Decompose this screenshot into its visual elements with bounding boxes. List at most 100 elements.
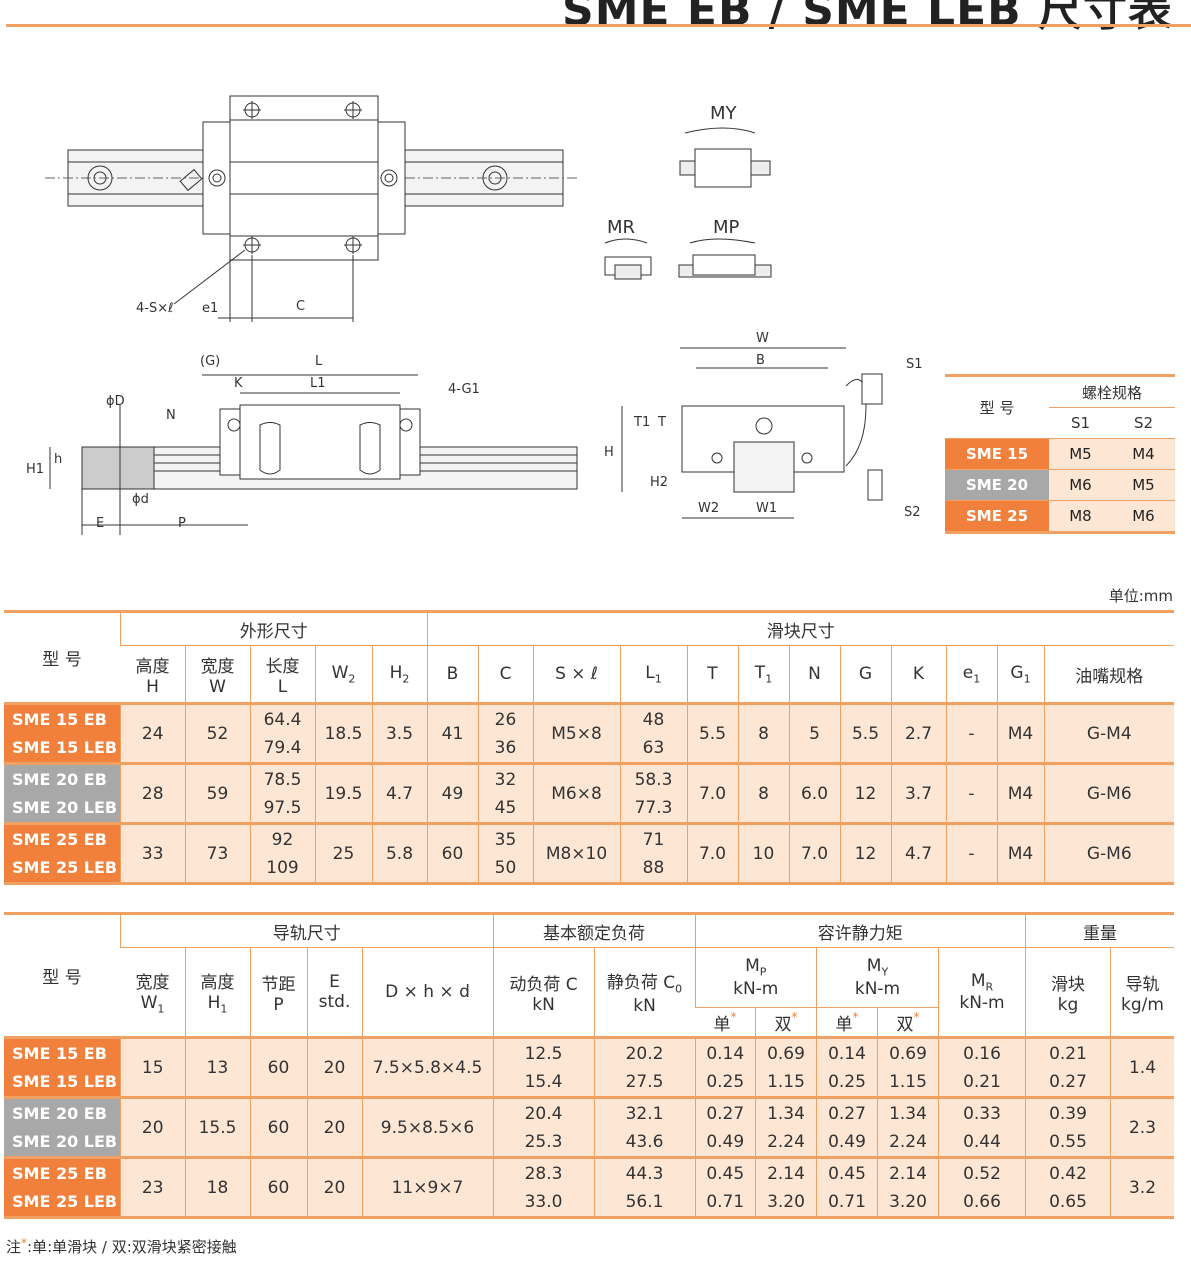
h-cell: 24 (120, 703, 185, 765)
e-cell: 20 (306, 1097, 362, 1159)
label-e1: e1 (202, 301, 218, 316)
g-cell: 5.5 (839, 703, 891, 765)
n-cell: 6.0 (788, 763, 840, 825)
t-cell: 7.0 (686, 823, 738, 885)
table-row: SME 20 M6 M5 (945, 469, 1175, 501)
t2-my-double: 双* (877, 1007, 939, 1039)
w-cell: 52 (184, 703, 250, 765)
t1-col-h2: H2 (371, 645, 427, 705)
w2-cell: 18.5 (314, 703, 372, 765)
label-w: W (756, 331, 769, 346)
label-n: N (166, 408, 176, 423)
rail-weight-cell: 2.3 (1110, 1097, 1174, 1159)
moment-icons: MY MR MP (604, 103, 772, 280)
bolt-s1: M6 (1049, 469, 1112, 501)
bolt-s2: M6 (1111, 500, 1175, 534)
bolt-s2-header: S2 (1111, 407, 1175, 439)
label-mr: MR (607, 217, 635, 238)
k-cell: 4.7 (890, 823, 946, 885)
t1-group-block: 滑块尺寸 (426, 610, 1174, 646)
label-mp: MP (713, 217, 740, 238)
g-cell: 12 (839, 763, 891, 825)
t2-mp-double: 双* (755, 1007, 817, 1039)
title-rule (6, 24, 1191, 27)
end-seal-left (202, 121, 232, 235)
label-h-small: h (54, 452, 62, 467)
w2-cell: 25 (314, 823, 372, 885)
bolt-s1: M5 (1049, 438, 1112, 470)
label-g1: 4-G1 (448, 382, 480, 397)
w1-cell: 20 (120, 1097, 185, 1159)
dhd-cell: 11×9×7 (361, 1157, 493, 1219)
w1-cell: 23 (120, 1157, 185, 1219)
side-view-drawing: (G) L K L1 4-G1 N ϕD h H1 ϕd E P (26, 354, 578, 535)
b-cell: 41 (426, 703, 478, 765)
rail-weight-cell: 3.2 (1110, 1157, 1174, 1219)
label-b: B (756, 353, 765, 368)
top-view-drawing: 4-S×ℓ e1 C (45, 95, 580, 322)
h-cell: 28 (120, 763, 185, 825)
label-l: L (315, 354, 323, 369)
sxl-cell: M5×8 (532, 703, 620, 765)
t1-col-oil: 油嘴规格 (1043, 645, 1174, 705)
t2-col-dhd: D × h × d (361, 947, 493, 1039)
label-t: T (657, 415, 666, 430)
bolt-s2: M4 (1111, 438, 1175, 470)
w1-cell: 15 (120, 1037, 185, 1099)
dhd-cell: 7.5×5.8×4.5 (361, 1037, 493, 1099)
bolt-model: SME 20 (945, 469, 1049, 501)
label-h1: H1 (26, 462, 44, 477)
bolt-s1: M8 (1049, 500, 1112, 534)
rail-weight-cell: 1.4 (1110, 1037, 1174, 1099)
table-row: SME 15 M5 M4 (945, 438, 1175, 470)
t2-group-rail: 导轨尺寸 (120, 912, 493, 948)
w-cell: 73 (184, 823, 250, 885)
p-cell: 60 (249, 1157, 307, 1219)
h1-cell: 15.5 (184, 1097, 250, 1159)
sxl-cell: M8×10 (532, 823, 620, 885)
label-t1: T1 (633, 415, 650, 430)
t2-model-header: 型 号 (4, 912, 121, 1039)
e1-cell: - (945, 763, 997, 825)
rail-hole (482, 165, 508, 191)
t1-cell: 8 (737, 763, 789, 825)
rail-section (81, 446, 155, 490)
unit-label: 单位:mm (1108, 587, 1173, 605)
oil-cell: G-M6 (1043, 763, 1174, 825)
p-cell: 60 (249, 1097, 307, 1159)
oil-cell: G-M4 (1043, 703, 1174, 765)
